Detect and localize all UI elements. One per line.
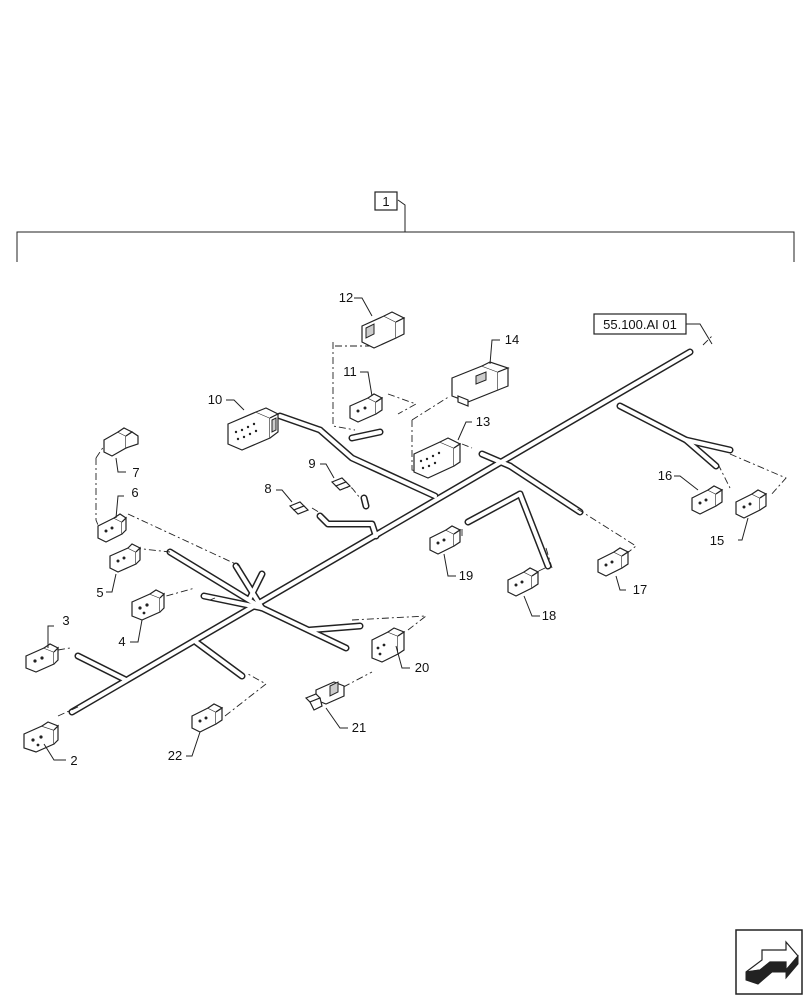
reference-label: 55.100.AI 01	[603, 317, 677, 332]
wire-segment-fill	[362, 496, 368, 508]
connector-21[interactable]	[304, 681, 345, 711]
wire-segment-fill	[466, 492, 522, 524]
connector-2[interactable]	[23, 721, 60, 753]
wire-segment-fill	[350, 430, 382, 440]
connector-3[interactable]	[25, 643, 60, 673]
callout-5: 5	[96, 585, 103, 600]
wire-segment-fill	[318, 514, 378, 538]
connector-7[interactable]	[103, 427, 139, 457]
connector-8[interactable]	[288, 501, 310, 515]
next-page-arrow-icon[interactable]	[735, 929, 803, 995]
wire-segment-fill	[308, 624, 362, 632]
connector-16[interactable]	[691, 485, 724, 515]
connector-18[interactable]	[507, 567, 540, 597]
callout-leaders	[43, 297, 749, 761]
wire-segment-fill	[260, 606, 348, 650]
callout-18: 18	[542, 608, 556, 623]
callout-19: 19	[459, 568, 473, 583]
connector-14[interactable]	[451, 361, 510, 407]
wire-segment-fill	[518, 492, 550, 568]
wire-segment-fill	[278, 414, 322, 432]
callout-12: 12	[339, 290, 353, 305]
callout-labels: 2 3 4 5 6 7 8 9 10 11 12 13 14 15 16 17 …	[62, 290, 724, 768]
callout-20: 20	[415, 660, 429, 675]
connector-12[interactable]	[361, 311, 406, 349]
callout-13: 13	[476, 414, 490, 429]
wire-segment-fill	[194, 640, 244, 678]
harness-wires	[68, 348, 734, 716]
connector-10[interactable]	[227, 407, 280, 451]
connector-9[interactable]	[330, 477, 352, 491]
callout-9: 9	[308, 456, 315, 471]
callout-21: 21	[352, 720, 366, 735]
callout-17: 17	[633, 582, 647, 597]
callout-7: 7	[132, 465, 139, 480]
wire-segment-fill	[70, 350, 692, 714]
wire-segment-fill	[508, 464, 582, 514]
connector-19[interactable]	[429, 525, 462, 555]
wire-segment-fill	[318, 428, 437, 498]
connector-13[interactable]	[413, 437, 462, 479]
callout-14: 14	[505, 332, 519, 347]
connector-5[interactable]	[109, 543, 142, 573]
wire-segment-fill	[202, 594, 264, 610]
wire-segment-fill	[684, 438, 718, 468]
callout-4: 4	[118, 634, 125, 649]
assembly-item-number: 1	[382, 194, 389, 209]
connector-17[interactable]	[597, 547, 630, 577]
connector-4[interactable]	[131, 589, 166, 621]
callout-3: 3	[62, 613, 69, 628]
wire-segment-fill	[480, 452, 512, 468]
callout-22: 22	[168, 748, 182, 763]
wire-segment-fill	[168, 550, 264, 610]
callout-6: 6	[131, 485, 138, 500]
connector-15[interactable]	[735, 489, 768, 519]
connector-11[interactable]	[349, 393, 384, 423]
callout-15: 15	[710, 533, 724, 548]
wire-segment-fill	[234, 564, 264, 610]
callout-10: 10	[208, 392, 222, 407]
connector-6[interactable]	[97, 513, 127, 543]
connector-22[interactable]	[191, 703, 224, 733]
reference-box[interactable]: 55.100.AI 01	[593, 313, 713, 345]
callout-8: 8	[264, 481, 271, 496]
callout-16: 16	[658, 468, 672, 483]
callout-2: 2	[70, 753, 77, 768]
connectors	[23, 311, 768, 753]
assembly-bracket: 1	[16, 191, 795, 262]
callout-11: 11	[343, 364, 357, 379]
assembly-item-box	[374, 191, 398, 211]
wire-segment-fill	[76, 654, 128, 682]
